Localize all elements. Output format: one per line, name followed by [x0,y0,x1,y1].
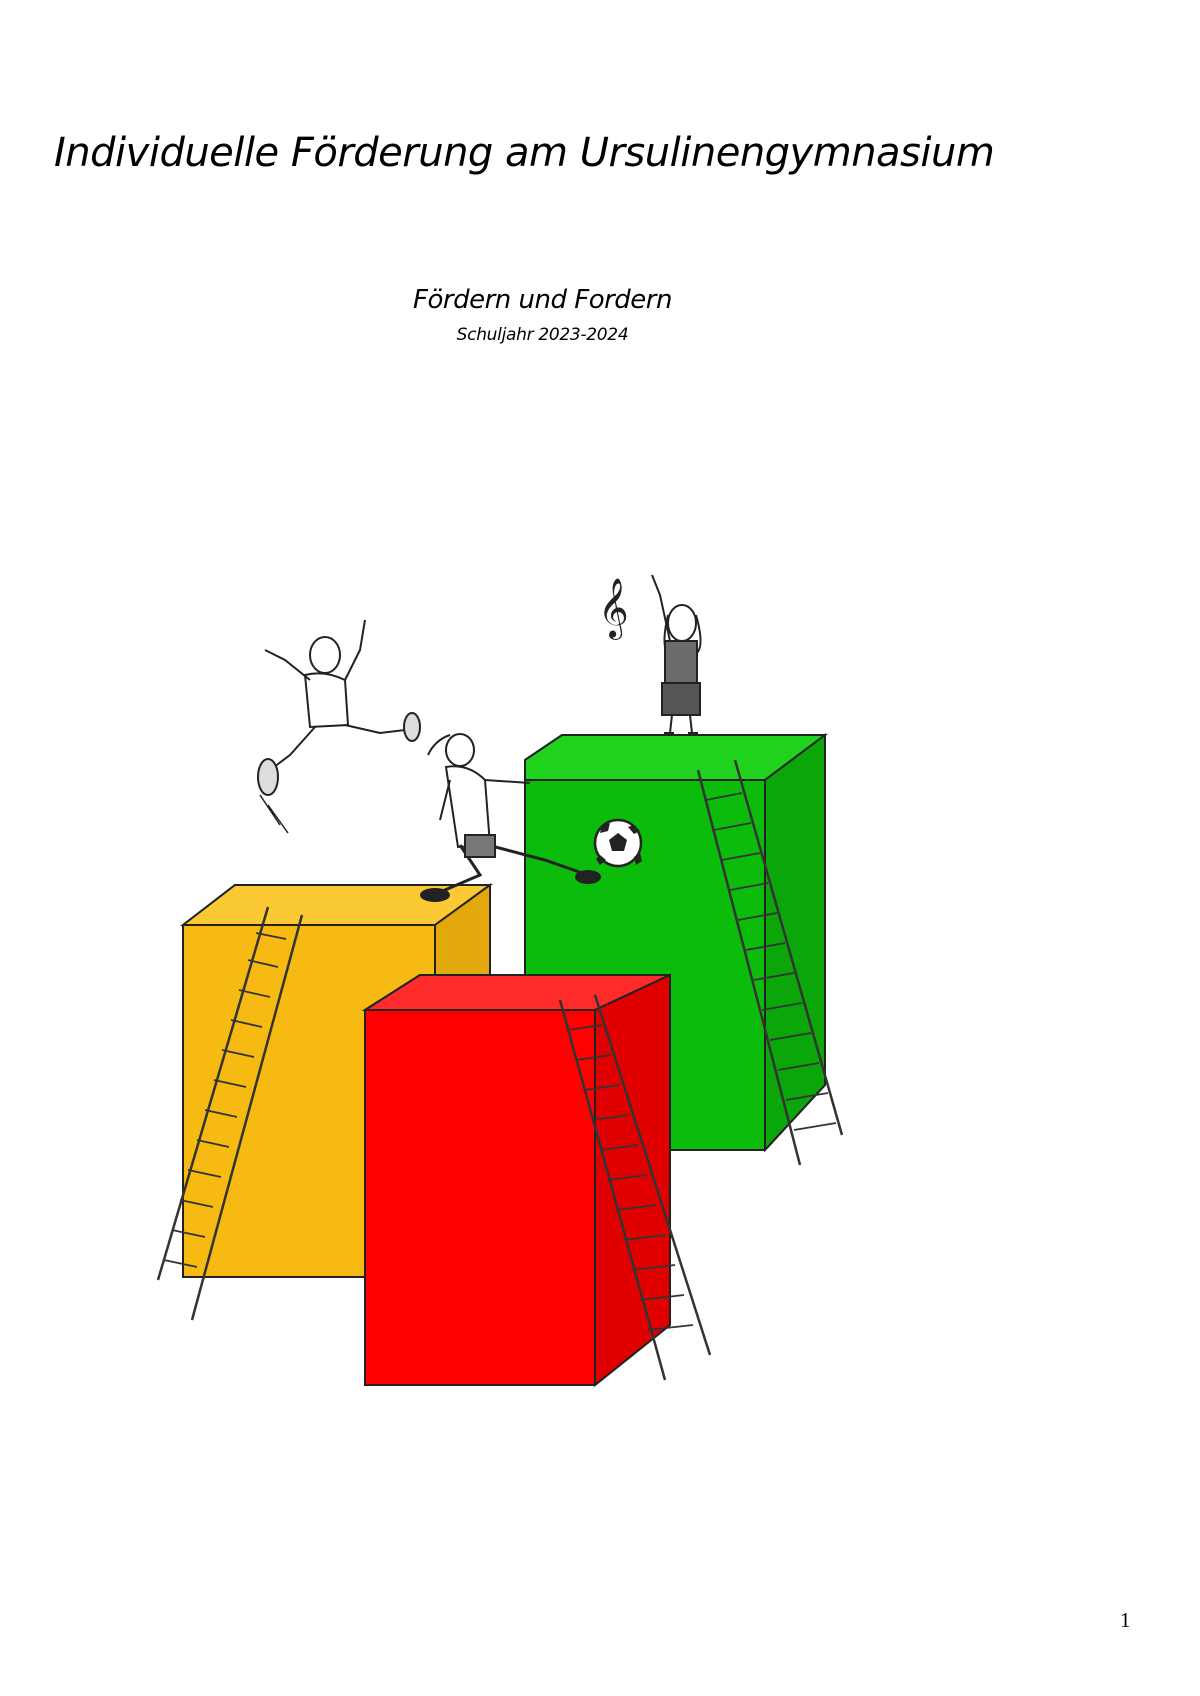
page-subtitle: Fördern und Fordern [413,285,672,315]
ladder-icon [156,759,844,1381]
singing-girl-figure [651,574,702,734]
soccer-ball-icon [593,818,643,868]
treble-clef-icon: 𝄞 [598,578,629,640]
page-number: 1 [1120,1608,1131,1632]
cover-illustration: 𝄞 [156,574,844,1388]
school-year: Schuljahr 2023-2024 [456,325,629,345]
jumping-child-figure [257,619,421,834]
page-title: Individuelle Förderung am Ursulinengymna… [54,130,995,176]
soccer-player-figure [420,733,601,902]
red-block [361,973,671,1388]
